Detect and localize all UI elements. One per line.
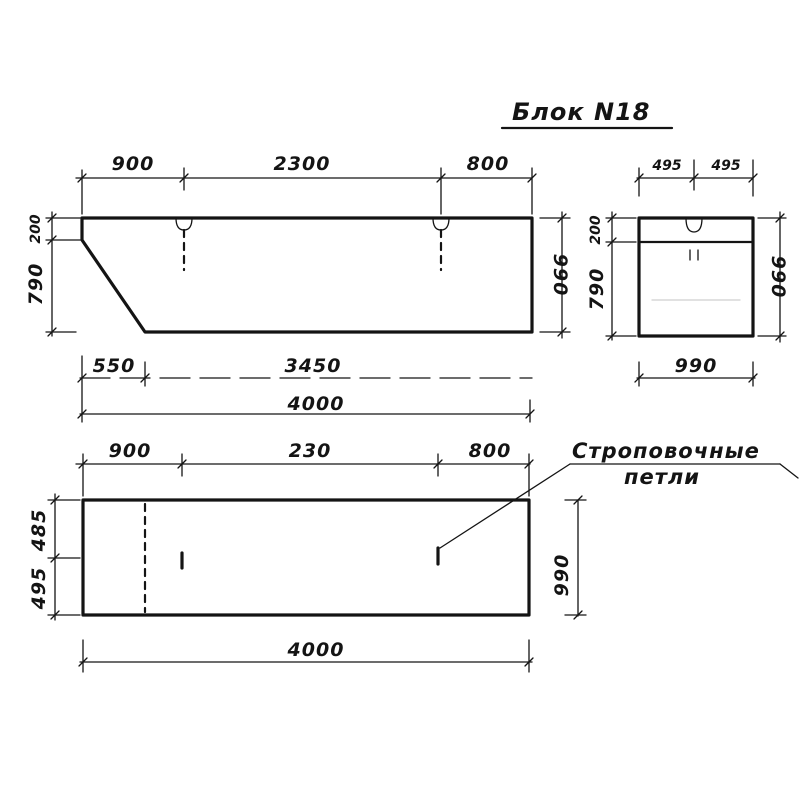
plan-dim-4000: 4000 bbox=[287, 639, 345, 661]
side-dim-900: 900 bbox=[112, 153, 155, 175]
note-leader-tail bbox=[779, 463, 799, 479]
side-view-loop-left bbox=[175, 217, 193, 231]
plan-view-outline bbox=[81, 498, 531, 617]
end-view-bottom-dimension: 990 bbox=[634, 355, 758, 387]
side-view-top-dimension: 900 2300 800 bbox=[75, 153, 537, 215]
note-leader bbox=[439, 463, 571, 549]
end-dim-200: 200 bbox=[588, 215, 604, 244]
side-dim-200: 200 bbox=[28, 214, 44, 243]
side-view-right-dimension: 990 bbox=[539, 211, 571, 339]
note-line-2: петли bbox=[624, 465, 700, 489]
plan-view-top-dimension: 900 230 800 bbox=[75, 440, 534, 497]
end-dim-990-width: 990 bbox=[675, 355, 718, 377]
plan-dim-495: 495 bbox=[28, 567, 50, 611]
plan-view-bottom-dimension: 4000 bbox=[78, 639, 534, 673]
side-dim-800: 800 bbox=[467, 153, 510, 175]
end-view-top-dimension: 495 495 bbox=[634, 158, 758, 197]
end-dim-990-height: 990 bbox=[767, 256, 789, 299]
plan-view: 900 230 800 485 495 990 bbox=[28, 440, 587, 673]
side-dim-550: 550 bbox=[93, 355, 136, 377]
side-view: 900 2300 800 200 790 990 bbox=[25, 153, 571, 423]
lifting-loops-note: Строповочные петли bbox=[439, 439, 799, 549]
end-view-right-dimension: 990 bbox=[757, 211, 789, 343]
end-dim-790: 790 bbox=[586, 268, 608, 311]
plan-view-right-dimension: 990 bbox=[551, 495, 587, 620]
end-view-left-dimension: 200 790 bbox=[586, 211, 637, 341]
side-dim-4000: 4000 bbox=[287, 393, 345, 415]
end-view-outline bbox=[637, 216, 755, 338]
side-view-bottom-dimension: 550 3450 4000 bbox=[77, 355, 535, 423]
plan-dim-990: 990 bbox=[551, 554, 573, 597]
plan-view-left-dimension: 485 495 bbox=[28, 493, 81, 621]
plan-dim-230: 230 bbox=[289, 440, 332, 462]
drawing-title: Блок N18 bbox=[500, 98, 674, 130]
end-view: 495 495 200 790 990 bbox=[586, 158, 789, 387]
side-view-left-dimension: 200 790 bbox=[25, 211, 81, 337]
side-view-outline bbox=[80, 216, 534, 334]
plan-dim-900: 900 bbox=[109, 440, 152, 462]
side-dim-790: 790 bbox=[25, 263, 47, 306]
side-view-loop-right bbox=[432, 217, 450, 231]
end-dim-495-left: 495 bbox=[651, 158, 681, 174]
title-text: Блок N18 bbox=[512, 98, 651, 126]
end-dim-495-right: 495 bbox=[710, 158, 740, 174]
end-view-loop bbox=[685, 217, 703, 233]
note-line-1: Строповочные bbox=[572, 439, 760, 463]
side-dim-3450: 3450 bbox=[285, 355, 342, 377]
side-dim-990: 990 bbox=[549, 254, 571, 297]
plan-dim-485: 485 bbox=[28, 509, 50, 553]
side-dim-2300: 2300 bbox=[274, 153, 331, 175]
plan-dim-800: 800 bbox=[469, 440, 512, 462]
